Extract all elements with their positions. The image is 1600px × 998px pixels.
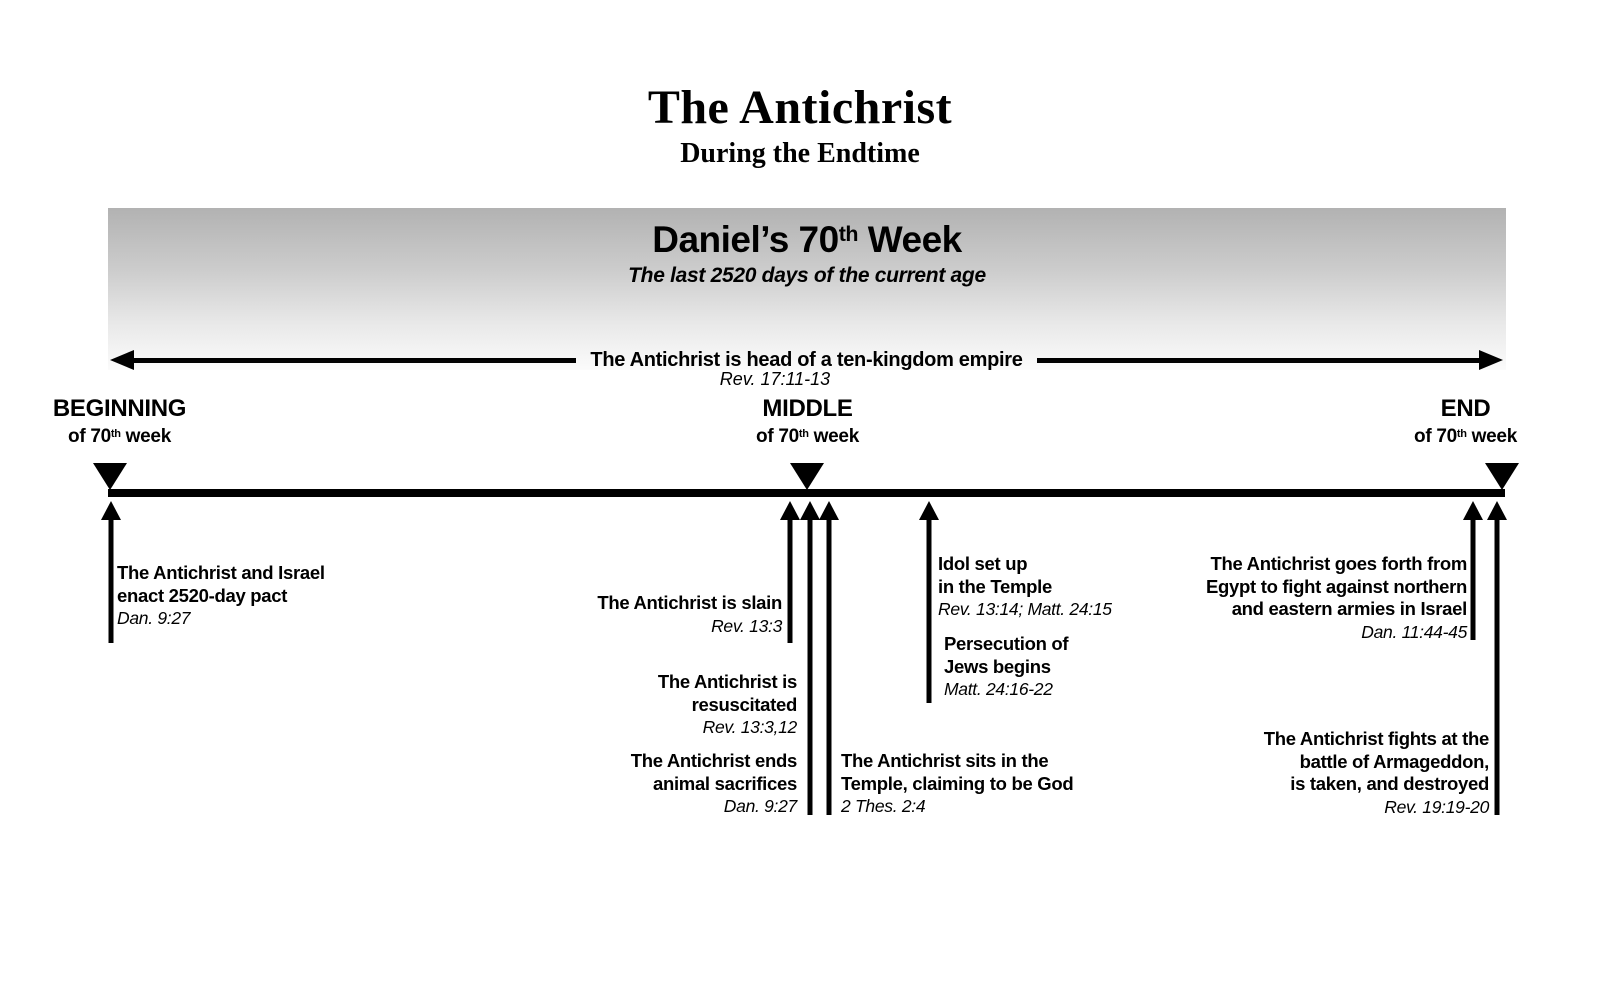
event-sits-in-temple: The Antichrist sits in the Temple, claim… — [841, 750, 1074, 816]
arrow-line-right — [1036, 357, 1479, 363]
timeline-label-middle: MIDDLE of 70th week — [756, 395, 859, 447]
event-armageddon: The Antichrist fights at the battle of A… — [1263, 728, 1490, 817]
event-slain: The Antichrist is slain Rev. 13:3 — [597, 592, 782, 636]
event-ends-sacrifices: The Antichrist ends animal sacrifices Da… — [630, 750, 798, 816]
banner-heading: Daniel’s 70th Week — [652, 219, 962, 260]
event-pact: The Antichrist and Israel enact 2520-day… — [117, 562, 325, 628]
timeline-marker-end — [1485, 463, 1519, 490]
page-subtitle: During the Endtime — [680, 138, 920, 169]
event-arrow-idol — [919, 501, 939, 703]
timeline-marker-beginning — [93, 463, 127, 490]
timeline-label-end: END of 70th week — [1414, 395, 1517, 447]
event-persecution: Persecution of Jews begins Matt. 24:16-2… — [944, 633, 1069, 699]
empire-ref: Rev. 17:11-13 — [719, 369, 831, 389]
ten-kingdom-empire-arrow: The Antichrist is head of a ten-kingdom … — [110, 346, 1503, 374]
event-arrow-sits-in-temple — [819, 501, 839, 815]
empire-label: The Antichrist is head of a ten-kingdom … — [590, 348, 1023, 371]
arrowhead-left-icon — [110, 350, 134, 370]
page-title: The Antichrist — [647, 81, 953, 134]
daniels-70th-week-banner: Daniel’s 70th Week The last 2520 days of… — [108, 208, 1506, 370]
event-arrow-slain — [780, 501, 800, 643]
arrow-line-left — [134, 357, 577, 363]
banner-subheading: The last 2520 days of the current age — [628, 264, 986, 287]
event-goes-forth: The Antichrist goes forth from Egypt to … — [1206, 553, 1467, 642]
timeline-label-beginning: BEGINNING of 70th week — [52, 395, 187, 447]
timeline-bar — [108, 489, 1505, 497]
event-arrow-resuscitated — [800, 501, 820, 815]
timeline-marker-middle — [790, 463, 824, 490]
event-resuscitated: The Antichrist is resuscitated Rev. 13:3… — [657, 671, 797, 737]
event-idol: Idol set up in the Temple Rev. 13:14; Ma… — [938, 553, 1112, 619]
arrowhead-right-icon — [1479, 350, 1503, 370]
event-arrow-armageddon — [1487, 501, 1507, 815]
